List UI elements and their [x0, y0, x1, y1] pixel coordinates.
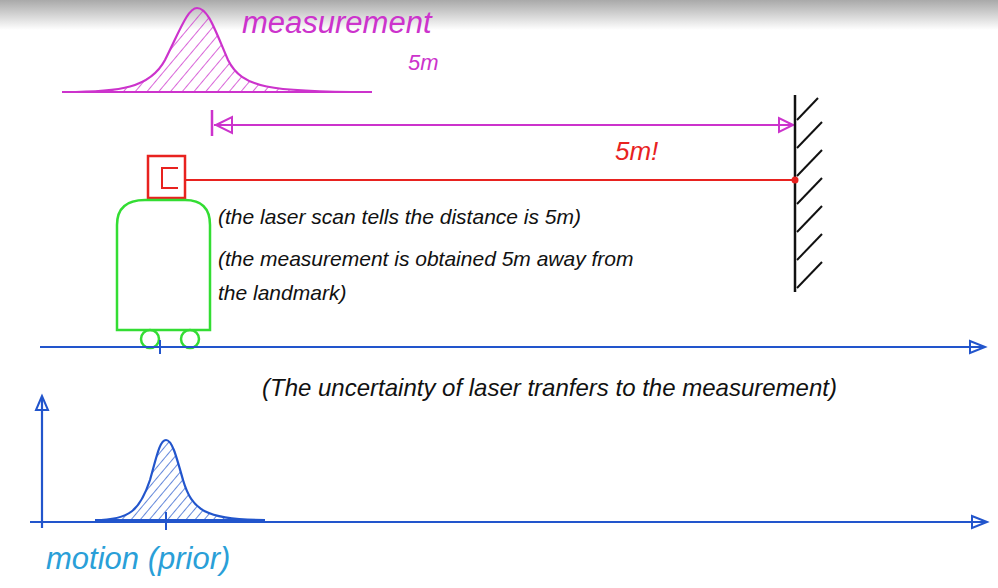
- measurement-arrow: [214, 124, 793, 126]
- laser-sensor: [148, 156, 185, 198]
- wall-hatching: [797, 98, 822, 288]
- plot-x-axis: [30, 521, 985, 523]
- note-text: (the measurement is obtained 5m away fro…: [218, 242, 648, 309]
- plot-title: motion (prior): [46, 540, 230, 577]
- robot-body: [117, 200, 210, 330]
- robot-wheel: [141, 330, 159, 348]
- arrow-head-right: [779, 118, 793, 132]
- sensor-lens: [162, 168, 178, 188]
- note-text: (the laser scan tells the distance is 5m…: [218, 204, 581, 229]
- robot-wheel: [181, 330, 199, 348]
- axis-head: [36, 396, 48, 410]
- distance-label: 5m!: [615, 136, 658, 167]
- laser-beam: [185, 179, 795, 181]
- arrow-head-left: [216, 117, 232, 133]
- measurement-tick: [211, 110, 214, 136]
- axis-head: [970, 341, 985, 353]
- note-text: (The uncertainty of laser tranfers to th…: [262, 374, 837, 403]
- position-tick: [165, 512, 167, 530]
- ground-axis: [40, 346, 985, 348]
- motion-gaussian: [95, 440, 265, 520]
- position-tick: [159, 340, 161, 354]
- plot-y-axis: [41, 398, 43, 528]
- axis-head: [972, 516, 987, 528]
- screen-shade: [0, 0, 998, 30]
- distance-label: 5m: [408, 50, 439, 76]
- laser-hit: [792, 177, 799, 184]
- measurement-title: measurement: [242, 4, 432, 41]
- wall: [794, 95, 797, 292]
